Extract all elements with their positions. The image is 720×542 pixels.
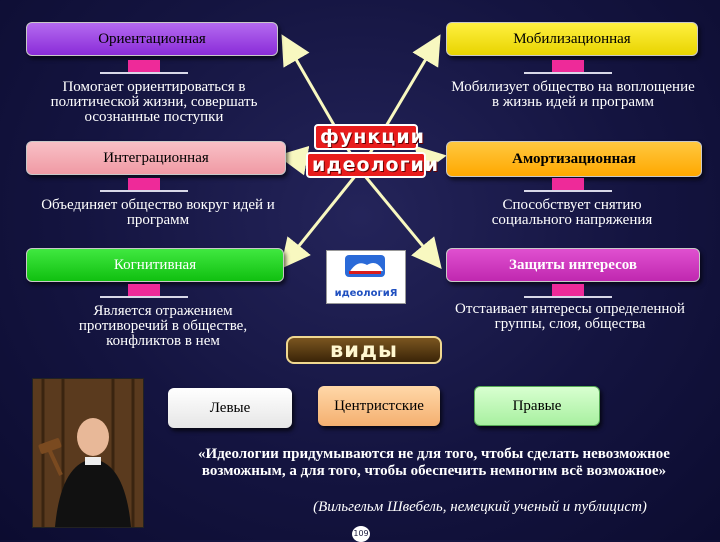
arrow-to-cognitive [280, 169, 362, 270]
stem-interests [552, 284, 584, 296]
page-number-badge: 109 [352, 526, 370, 542]
tbar-interests [524, 296, 612, 298]
kind-left-label: Левые [209, 399, 251, 416]
tbar-cognitive [100, 296, 188, 298]
quote-author: (Вильгельм Швебель, немецкий ученый и пу… [313, 499, 647, 515]
function-cognitive-title: Когнитивная [113, 256, 197, 273]
function-amortizational: Амортизационная [446, 141, 702, 177]
desc-interests: Отстаивает интересы определенной группы,… [455, 301, 685, 332]
desc-cognitive: Является отражением противоречий в общес… [78, 303, 248, 349]
desc-orientational: Помогает ориентироваться в политической … [50, 79, 258, 125]
function-cognitive: Когнитивная [26, 248, 284, 282]
judge-photo [32, 378, 144, 528]
kind-center: Центристские [318, 386, 440, 426]
desc-mobilizational: Мобилизует общество на воплощение в жизн… [451, 79, 695, 110]
center-title-line1: функции [314, 124, 424, 150]
function-interests: Защиты интересов [446, 248, 700, 282]
desc-integrational: Объединяет общество вокруг идей и програ… [41, 197, 275, 228]
stem-mobilizational [552, 60, 584, 72]
kind-right-label: Правые [512, 397, 562, 414]
kinds-title: виды [286, 336, 442, 364]
function-integrational-title: Интеграционная [103, 149, 209, 166]
function-integrational: Интеграционная [26, 141, 286, 175]
function-amortizational-title: Амортизационная [512, 150, 636, 167]
desc-amortizational: Способствует снятию социального напряжен… [491, 197, 653, 228]
center-title-line2: идеологии [306, 152, 438, 178]
arrow-to-interests [358, 169, 442, 269]
page-number: 109 [353, 529, 369, 538]
stem-amortizational [552, 178, 584, 190]
logo-text: идеологиЯ [334, 288, 398, 299]
function-mobilizational-title: Мобилизационная [513, 30, 631, 47]
stem-integrational [128, 178, 160, 190]
kind-left: Левые [168, 388, 292, 428]
ideology-logo: идеологиЯ [326, 250, 406, 304]
tbar-mobilizational [524, 72, 612, 74]
function-orientational: Ориентационная [26, 22, 278, 56]
center-title: функции идеологии [306, 124, 438, 178]
function-mobilizational: Мобилизационная [446, 22, 698, 56]
tbar-integrational [100, 190, 188, 192]
stem-orientational [128, 60, 160, 72]
function-orientational-title: Ориентационная [98, 30, 206, 47]
tbar-orientational [100, 72, 188, 74]
kind-center-label: Центристские [334, 397, 424, 414]
kind-right: Правые [474, 386, 600, 426]
quote-text: «Идеологии придумываются не для того, чт… [198, 446, 670, 479]
bear-flag-icon [345, 255, 385, 277]
stem-cognitive [128, 284, 160, 296]
function-interests-title: Защиты интересов [509, 256, 637, 273]
tbar-amortizational [524, 190, 612, 192]
judge-illustration-icon [33, 379, 143, 527]
